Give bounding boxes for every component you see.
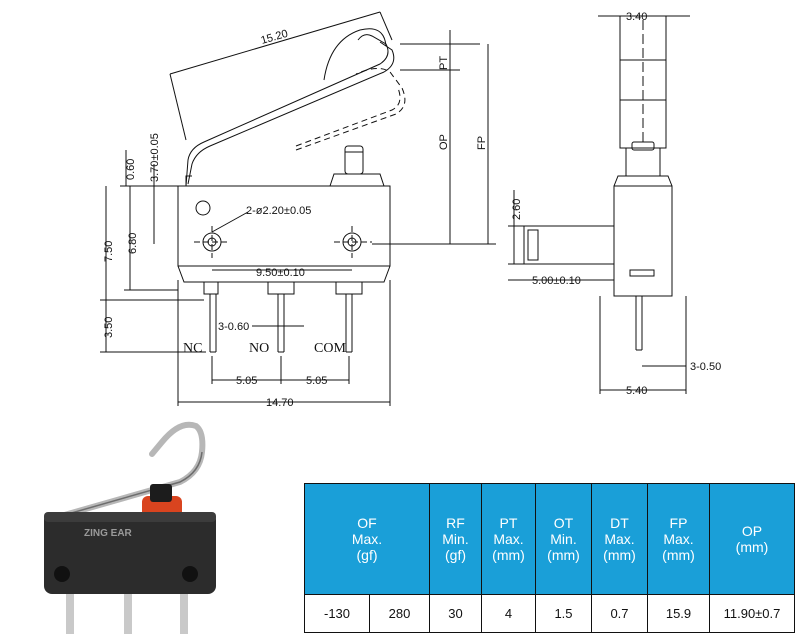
value-of-min: -130 [304,594,370,633]
photo-brand: ZING EAR [84,528,133,539]
lever-arm [185,34,389,187]
value-op: 11.90±0.7 [709,594,795,633]
value-ot: 1.5 [535,594,592,633]
dim-overall-width: 14.70 [266,397,294,409]
dim-3-50: 3.50 [103,317,115,338]
value-rf: 30 [429,594,482,633]
header-op: OP(mm) [709,482,795,596]
dim-side-5-00: 5.00±0.10 [532,275,581,287]
dim-6-80: 6.80 [127,233,139,254]
dim-side-top: 3.40 [626,11,647,23]
dim-holes: 2-ø2.20±0.05 [246,205,311,217]
switch-body-outline [177,185,391,267]
dim-fp: FP [476,136,488,150]
plunger [344,145,364,175]
dim-side-pin: 3-0.50 [690,361,721,373]
dim-pitch-left: 5.05 [236,375,257,387]
label-nc: NC [183,341,202,356]
dim-pt: PT [438,56,450,70]
value-fp: 15.9 [647,594,710,633]
dim-op: OP [438,134,450,150]
terminal-no [277,294,285,353]
dim-0-60: 0.60 [125,159,137,180]
terminal-com [345,294,353,353]
side-body-outline [613,185,673,297]
dim-side-width: 5.40 [626,385,647,397]
value-of-max: 280 [369,594,430,633]
value-pt: 4 [481,594,536,633]
product-photo: ZING EAR [44,421,216,634]
label-com: COM [314,341,346,356]
dim-pitch-right: 5.05 [306,375,327,387]
terminal-nc [209,294,217,353]
dim-7-50: 7.50 [103,241,115,262]
dim-term-width: 3-0.60 [218,321,249,333]
dim-lever-length: 15.20 [260,28,290,47]
spec-value-row: -130 280 30 4 1.5 0.7 15.9 11.90±0.7 [304,594,795,633]
dim-side-2-60: 2.60 [511,199,523,220]
technical-drawing: 15.20 PT OP FP 0.60 3.70±0.05 7.50 6.80 … [100,11,721,409]
dim-hole-pitch: 9.50±0.10 [256,267,305,279]
label-no: NO [249,341,269,356]
value-dt: 0.7 [591,594,648,633]
dim-3-70: 3.70±0.05 [149,133,161,182]
side-pin [635,296,643,351]
